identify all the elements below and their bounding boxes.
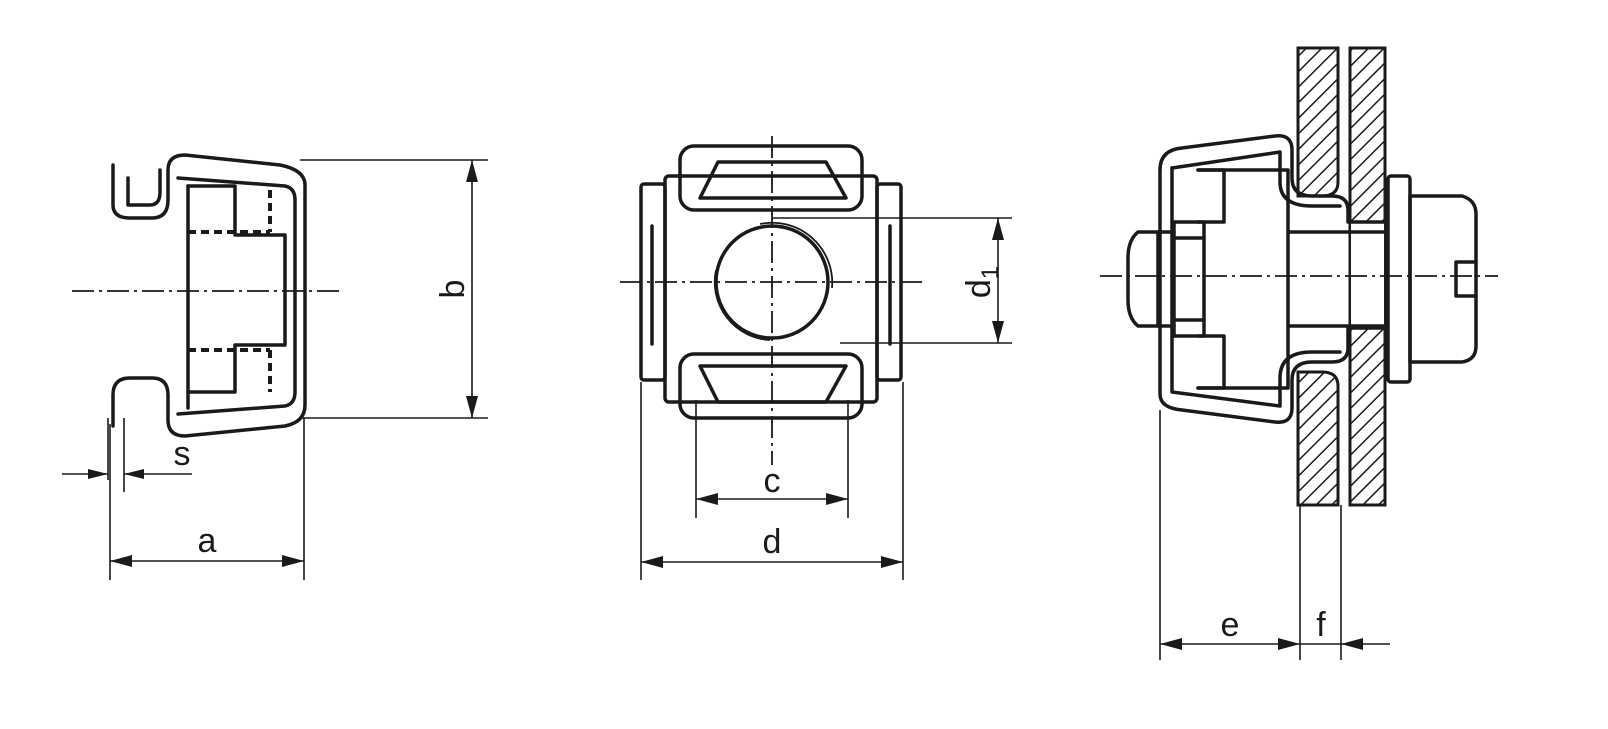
label-d1: d1 (960, 266, 1004, 298)
dimension-s: s (62, 418, 192, 492)
front-view-cage-nut (620, 136, 925, 465)
label-s: s (174, 435, 191, 473)
dimension-e: e (1159, 410, 1301, 660)
dimension-c: c (695, 400, 849, 518)
side-view-cage-nut (72, 153, 340, 438)
label-f: f (1316, 606, 1326, 644)
rack-panel-front (1296, 46, 1340, 198)
dimension-b: b (300, 159, 488, 419)
label-e: e (1221, 606, 1240, 644)
dimension-a: a (109, 418, 305, 580)
mounted-assembly-section (1100, 46, 1498, 507)
label-b: b (434, 280, 472, 299)
dimension-d: d (640, 382, 904, 580)
label-d: d (763, 523, 782, 561)
dimension-f: f (1300, 505, 1390, 660)
label-a: a (198, 522, 217, 560)
label-c: c (764, 462, 781, 500)
dimension-d1: d1 (772, 217, 1012, 344)
